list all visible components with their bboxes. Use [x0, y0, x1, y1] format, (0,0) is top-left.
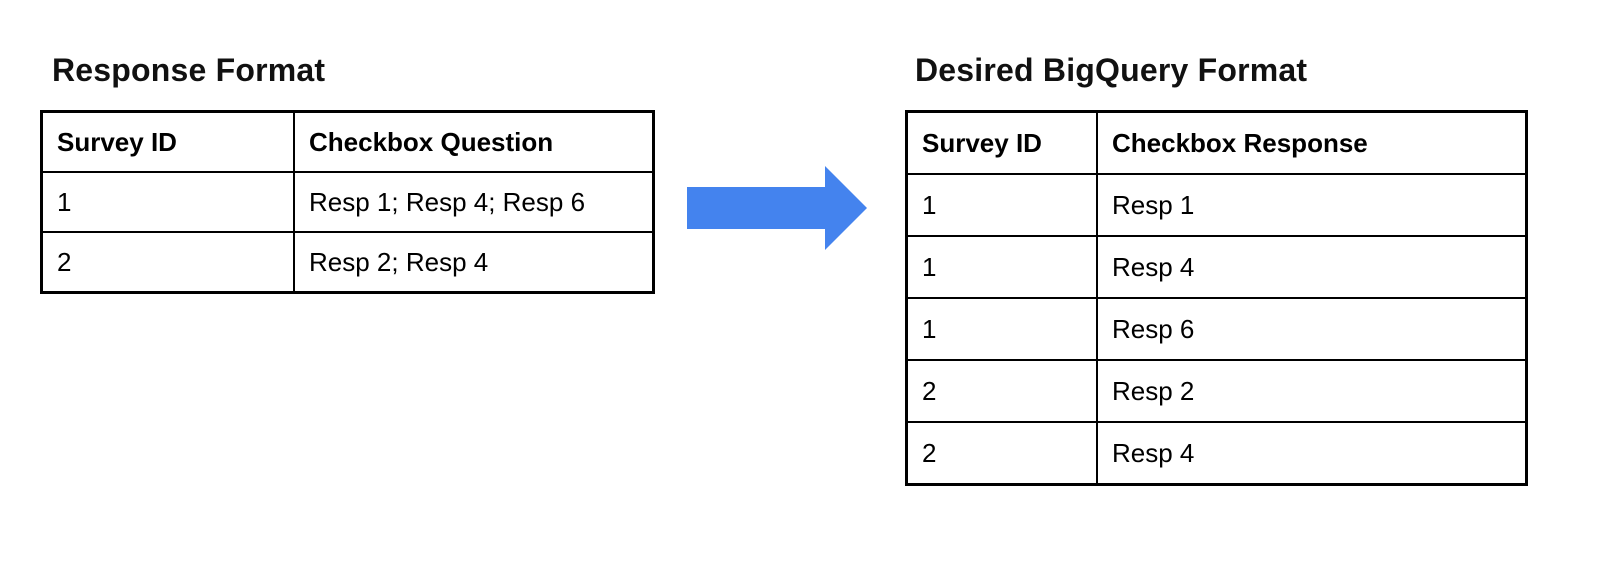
table-cell: Resp 4 — [1096, 421, 1528, 486]
column-header: Survey ID — [905, 110, 1098, 175]
column-header: Checkbox Question — [293, 110, 655, 173]
table-cell: 1 — [905, 235, 1098, 299]
response-format-title: Response Format — [52, 52, 326, 88]
column-header: Checkbox Response — [1096, 110, 1528, 175]
table-cell: Resp 2 — [1096, 359, 1528, 423]
table-cell: 2 — [905, 421, 1098, 486]
table-cell: 1 — [905, 173, 1098, 237]
table-cell: 1 — [905, 297, 1098, 361]
table-cell: Resp 6 — [1096, 297, 1528, 361]
table-cell: 2 — [905, 359, 1098, 423]
table-cell: Resp 1; Resp 4; Resp 6 — [293, 171, 655, 233]
table-cell: Resp 4 — [1096, 235, 1528, 299]
transform-right-arrow-icon — [687, 166, 867, 250]
table-cell: 1 — [40, 171, 295, 233]
right-arrow-shape — [687, 166, 867, 250]
table-cell: Resp 2; Resp 4 — [293, 231, 655, 294]
column-header: Survey ID — [40, 110, 295, 173]
table-cell: 2 — [40, 231, 295, 294]
table-cell: Resp 1 — [1096, 173, 1528, 237]
desired-bigquery-format-title: Desired BigQuery Format — [915, 52, 1308, 88]
